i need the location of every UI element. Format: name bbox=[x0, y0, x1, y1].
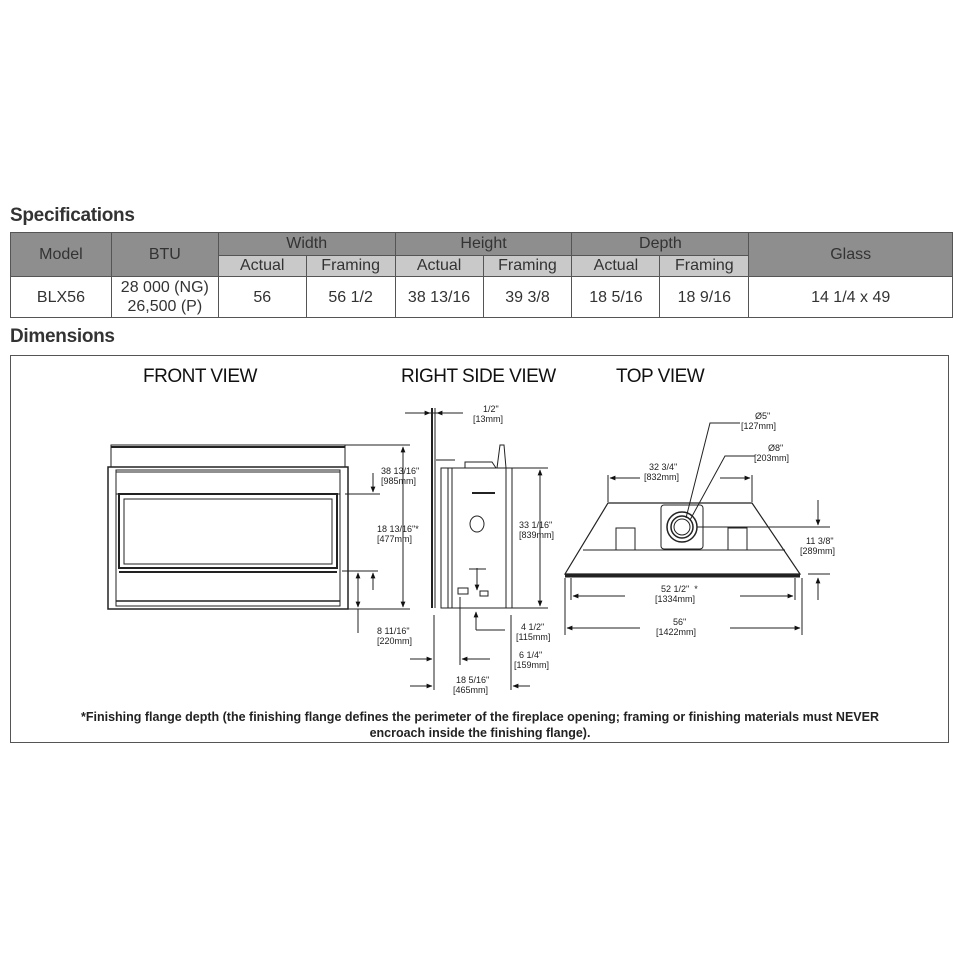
top-outer-vent-in: Ø8" bbox=[768, 443, 784, 453]
side-view-drawing bbox=[405, 408, 548, 690]
subheader-depth-actual: Actual bbox=[571, 255, 661, 277]
front-overall-height-label: 38 13/16"[985mm] bbox=[381, 466, 419, 486]
front-view-drawing bbox=[107, 444, 410, 633]
side-view-title: RIGHT SIDE VIEW bbox=[401, 366, 556, 387]
side-flange-mm: [13mm] bbox=[473, 414, 504, 424]
cell-depth-framing: 18 9/16 bbox=[659, 276, 750, 318]
front-overall-height-in: 38 13/16" bbox=[381, 466, 420, 476]
top-overall-width-label: 56"[1422mm] bbox=[656, 617, 696, 637]
header-glass: Glass bbox=[748, 232, 953, 277]
header-depth: Depth bbox=[571, 232, 750, 256]
header-width: Width bbox=[217, 232, 396, 256]
cell-width-framing: 56 1/2 bbox=[305, 276, 396, 318]
top-outer-vent-mm: [203mm] bbox=[754, 453, 790, 463]
top-outer-vent-label: Ø8"[203mm] bbox=[754, 443, 789, 463]
side-body-height-label: 33 1/16"[839mm] bbox=[519, 520, 554, 540]
dimensions-heading: Dimensions bbox=[10, 326, 115, 347]
side-depth-label: 18 5/16"[465mm] bbox=[453, 675, 489, 695]
top-opening-width-label: 52 1/2" *[1334mm] bbox=[655, 584, 698, 604]
front-opening-in: 18 13/16"* bbox=[377, 524, 419, 534]
side-gas-height-mm: [115mm] bbox=[516, 632, 551, 642]
cell-glass: 14 1/4 x 49 bbox=[748, 276, 953, 318]
top-overall-width-in: 56" bbox=[673, 617, 687, 627]
side-gas-height-in: 4 1/2" bbox=[521, 622, 545, 632]
top-overall-width-mm: [1422mm] bbox=[656, 627, 697, 637]
front-opening-label: 18 13/16"*[477mm] bbox=[377, 524, 419, 544]
subheader-depth-framing: Framing bbox=[659, 255, 750, 277]
specifications-table: Model BTU Width Height Depth Glass Actua… bbox=[10, 232, 953, 318]
side-gas-height-label: 4 1/2"[115mm] bbox=[516, 622, 550, 642]
footnote: *Finishing flange depth (the finishing f… bbox=[20, 709, 940, 741]
top-vent-offset-mm: [289mm] bbox=[800, 546, 836, 556]
table-row: BLX56 28 000 (NG) 26,500 (P) 56 56 1/2 38… bbox=[10, 276, 953, 318]
front-overall-height-mm: [985mm] bbox=[381, 476, 417, 486]
subheader-height-framing: Framing bbox=[482, 255, 573, 277]
cell-btu: 28 000 (NG) 26,500 (P) bbox=[110, 276, 219, 318]
side-gas-depth-mm: [159mm] bbox=[514, 660, 550, 670]
side-body-height-mm: [839mm] bbox=[519, 530, 555, 540]
top-inner-vent-label: Ø5"[127mm] bbox=[741, 411, 776, 431]
top-back-width-label: 32 3/4"[832mm] bbox=[644, 462, 679, 482]
top-view-title: TOP VIEW bbox=[616, 366, 705, 387]
header-model: Model bbox=[10, 232, 112, 277]
side-flange-label: 1/2"[13mm] bbox=[473, 404, 503, 424]
top-vent-offset-in: 11 3/8" bbox=[806, 536, 834, 546]
top-view-drawing bbox=[563, 422, 830, 635]
side-depth-mm: [465mm] bbox=[453, 685, 489, 695]
front-base-mm: [220mm] bbox=[377, 636, 413, 646]
top-opening-width-mm: [1334mm] bbox=[655, 594, 696, 604]
top-vent-offset-label: 11 3/8"[289mm] bbox=[800, 536, 835, 556]
side-gas-depth-label: 6 1/4"[159mm] bbox=[514, 650, 549, 670]
side-flange-in: 1/2" bbox=[483, 404, 499, 414]
front-base-label: 8 11/16"[220mm] bbox=[377, 626, 412, 646]
btu-p: 26,500 (P) bbox=[127, 298, 203, 315]
top-opening-width-in: 52 1/2" * bbox=[661, 584, 698, 594]
specifications-heading: Specifications bbox=[10, 205, 135, 226]
footnote-line-2: encroach inside the finishing flange). bbox=[369, 726, 591, 740]
top-back-width-in: 32 3/4" bbox=[649, 462, 678, 472]
cell-height-framing: 39 3/8 bbox=[482, 276, 573, 318]
cell-height-actual: 38 13/16 bbox=[394, 276, 484, 318]
front-base-in: 8 11/16" bbox=[377, 626, 410, 636]
btu-ng: 28 000 (NG) bbox=[120, 279, 209, 296]
top-inner-vent-mm: [127mm] bbox=[741, 421, 777, 431]
header-height: Height bbox=[394, 232, 573, 256]
cell-depth-actual: 18 5/16 bbox=[571, 276, 661, 318]
header-btu: BTU bbox=[110, 232, 219, 277]
top-back-width-mm: [832mm] bbox=[644, 472, 680, 482]
cell-width-actual: 56 bbox=[217, 276, 307, 318]
dimensions-panel bbox=[10, 355, 949, 743]
front-opening-mm: [477mm] bbox=[377, 534, 413, 544]
side-body-height-in: 33 1/16" bbox=[519, 520, 553, 530]
subheader-width-actual: Actual bbox=[217, 255, 307, 277]
front-view-title: FRONT VIEW bbox=[143, 366, 257, 387]
footnote-line-1: *Finishing flange depth (the finishing f… bbox=[80, 710, 879, 724]
cell-model: BLX56 bbox=[10, 276, 112, 318]
top-inner-vent-in: Ø5" bbox=[755, 411, 771, 421]
subheader-height-actual: Actual bbox=[394, 255, 484, 277]
side-gas-depth-in: 6 1/4" bbox=[519, 650, 543, 660]
subheader-width-framing: Framing bbox=[305, 255, 396, 277]
side-depth-in: 18 5/16" bbox=[456, 675, 490, 685]
